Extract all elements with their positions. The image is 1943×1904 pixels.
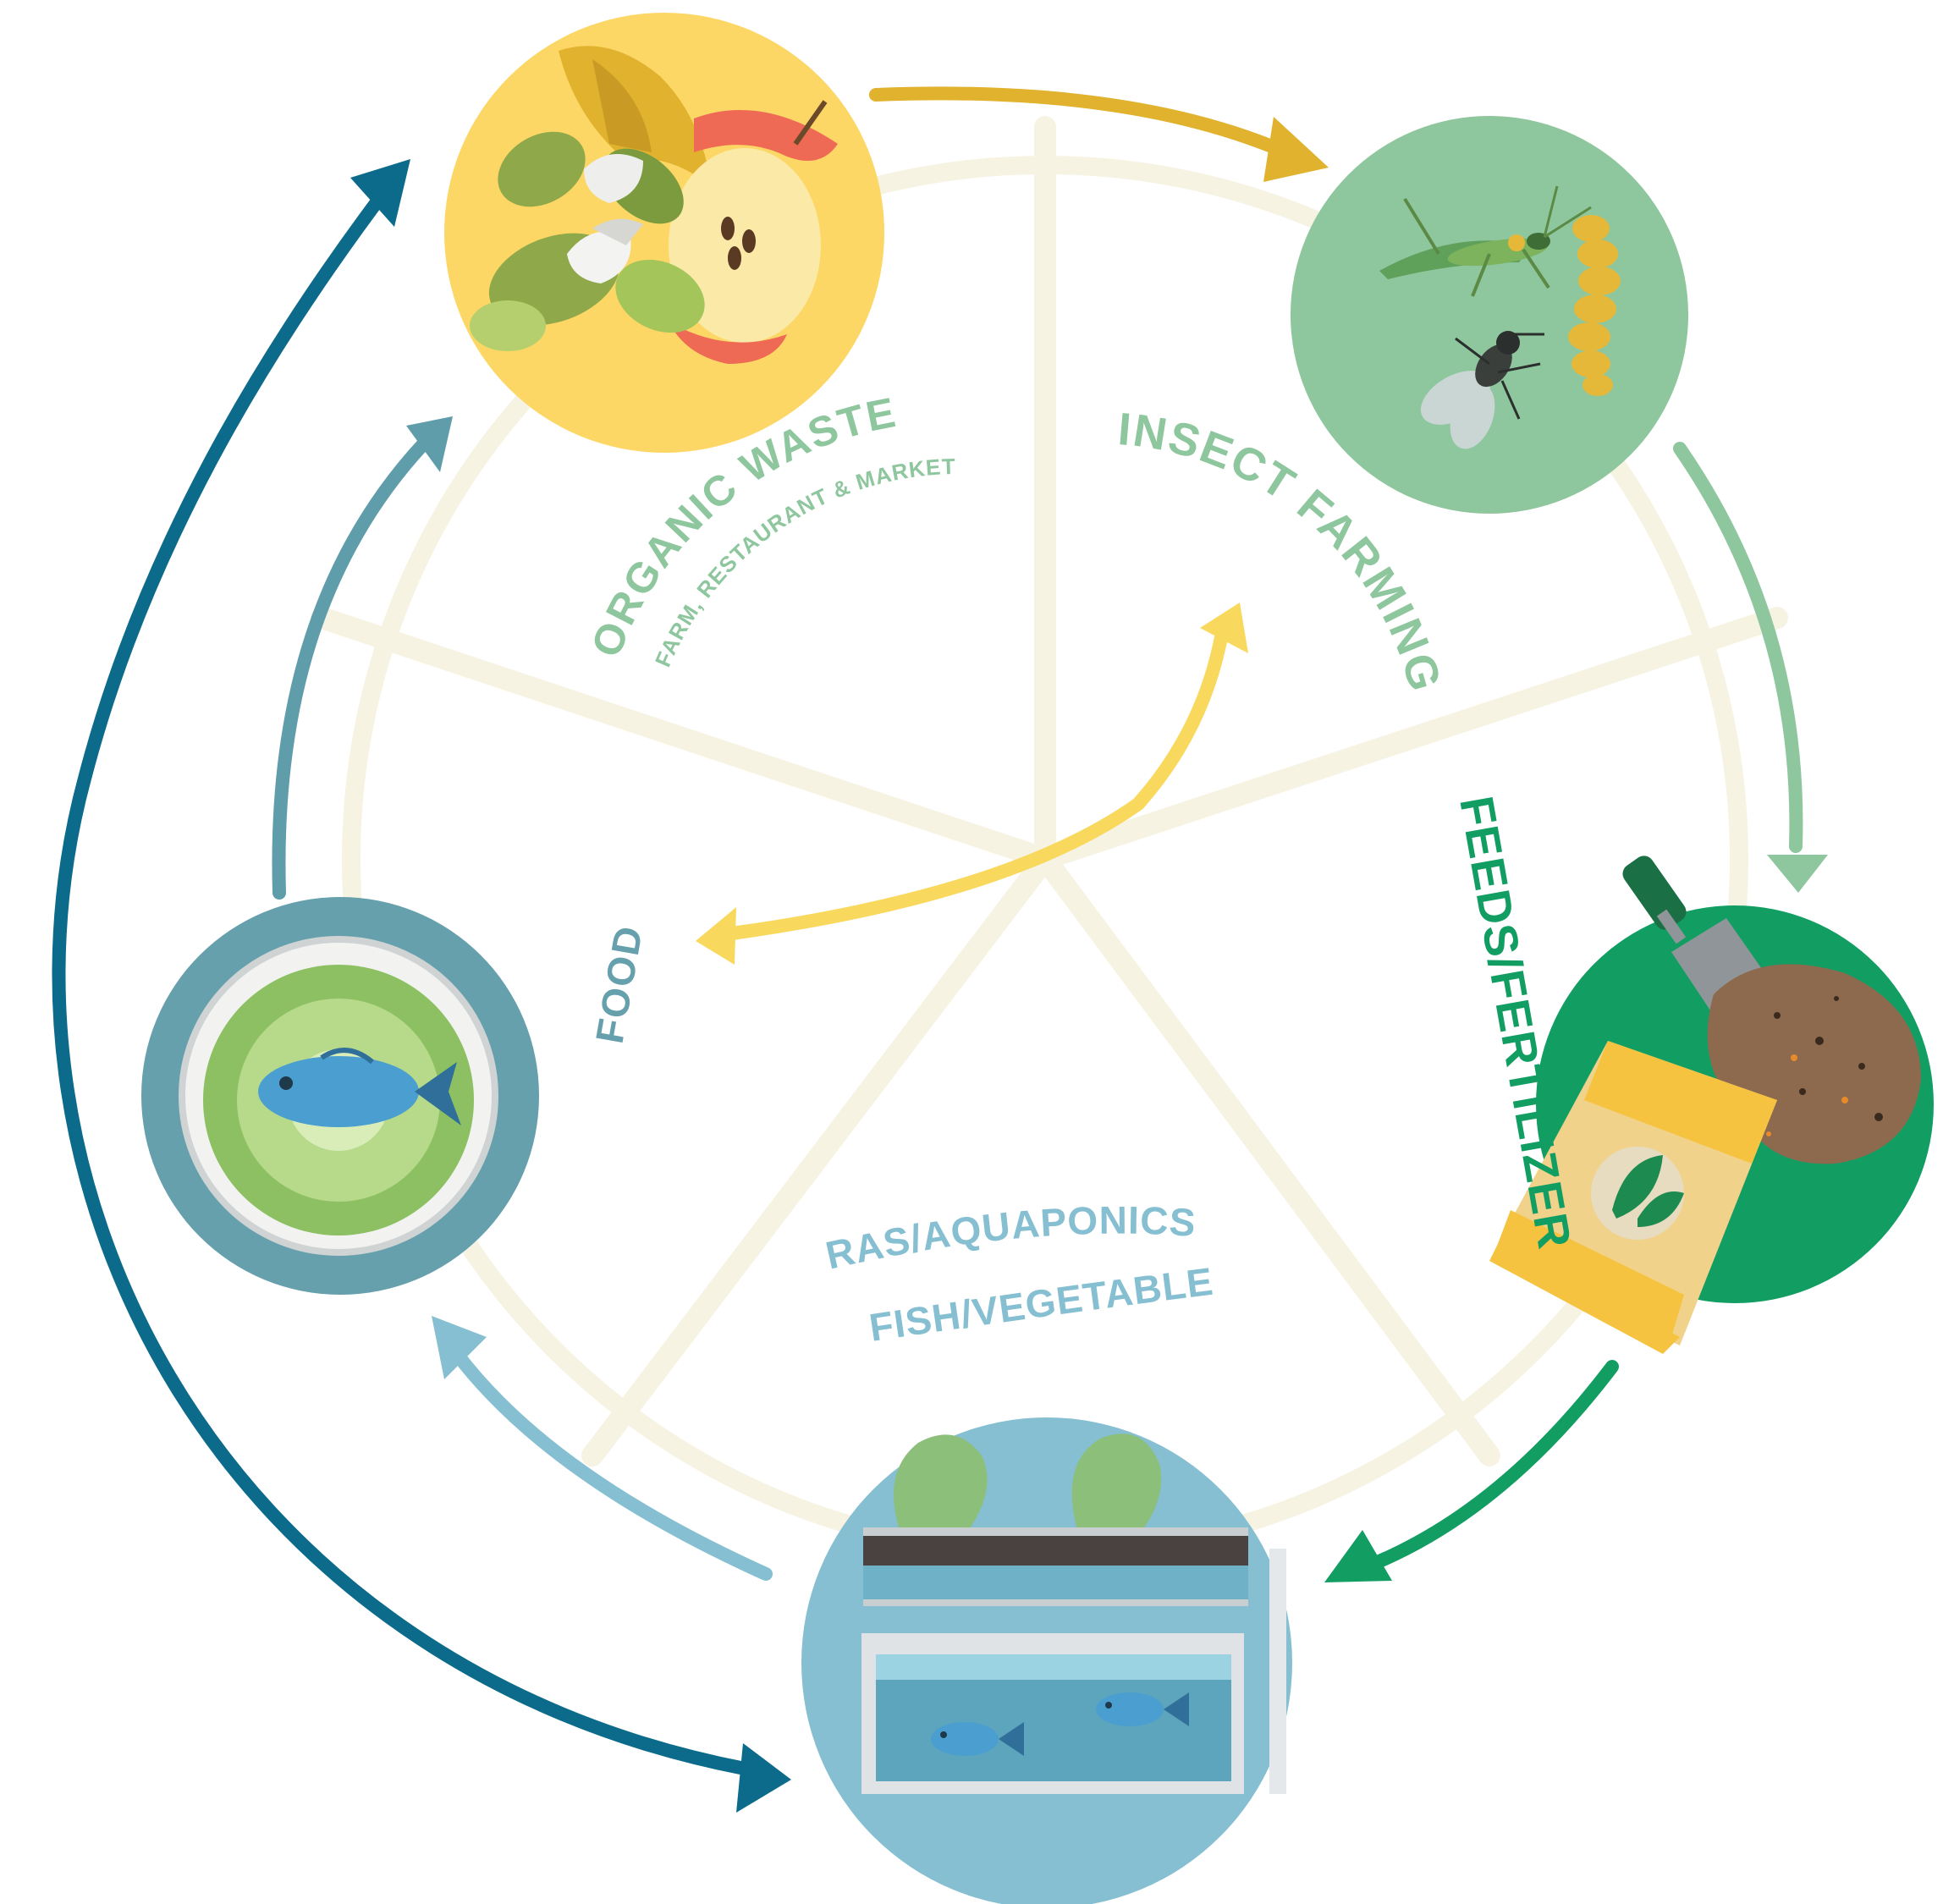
fertilizer-bag-icon bbox=[1489, 856, 1921, 1354]
labels: ORGANIC WASTE FARM, RESTAURANT & MARKET … bbox=[582, 388, 1582, 1350]
node-organic-waste bbox=[444, 13, 884, 453]
arrowhead-light-green bbox=[1767, 855, 1828, 893]
arrowhead-dark-green bbox=[1324, 1530, 1392, 1582]
arrowhead-navy-bottom bbox=[736, 1743, 791, 1813]
fish-on-plate-icon bbox=[203, 965, 474, 1235]
arrow-loop-ras-waste bbox=[52, 192, 751, 1775]
arrow-waste-to-insects bbox=[869, 86, 1289, 157]
arrow-food-to-waste bbox=[272, 437, 430, 900]
cycle-arrows bbox=[52, 86, 1803, 1775]
label-food: FOOD bbox=[587, 922, 652, 1047]
node-feeds-fertilizer bbox=[1489, 856, 1934, 1354]
arrow-insects-to-fertilizer bbox=[1673, 442, 1803, 853]
node-ras-aquaponics bbox=[801, 1417, 1292, 1904]
arrow-fertilizer-to-ras bbox=[1373, 1360, 1619, 1568]
fish-icon bbox=[1096, 1692, 1189, 1726]
insects-icon bbox=[1379, 185, 1621, 449]
aquaponics-tank-icon bbox=[861, 1434, 1286, 1794]
insect-farming-circle bbox=[1291, 116, 1688, 514]
arrowhead-yellow-up bbox=[1200, 603, 1248, 653]
food-scraps-icon bbox=[470, 46, 838, 364]
arrowhead-navy-top bbox=[350, 159, 410, 227]
arrow-food-insects-double bbox=[713, 621, 1230, 942]
arrowhead-light-blue bbox=[432, 1316, 487, 1379]
arrow-ras-to-food bbox=[450, 1347, 773, 1581]
arrowhead-gold bbox=[1263, 117, 1329, 182]
wheel-spokes bbox=[311, 116, 1788, 1467]
label-ras-line1: RAS/AQUAPONICS bbox=[822, 1198, 1197, 1278]
label-ras-line2: FISH/VEGETABLE bbox=[867, 1259, 1216, 1350]
arrowhead-teal bbox=[406, 416, 453, 472]
node-food bbox=[141, 897, 539, 1295]
fish-icon bbox=[931, 1722, 1024, 1756]
node-insect-farming bbox=[1291, 116, 1688, 514]
arrowhead-yellow-left bbox=[696, 907, 736, 965]
arrow-heads bbox=[350, 117, 1828, 1813]
